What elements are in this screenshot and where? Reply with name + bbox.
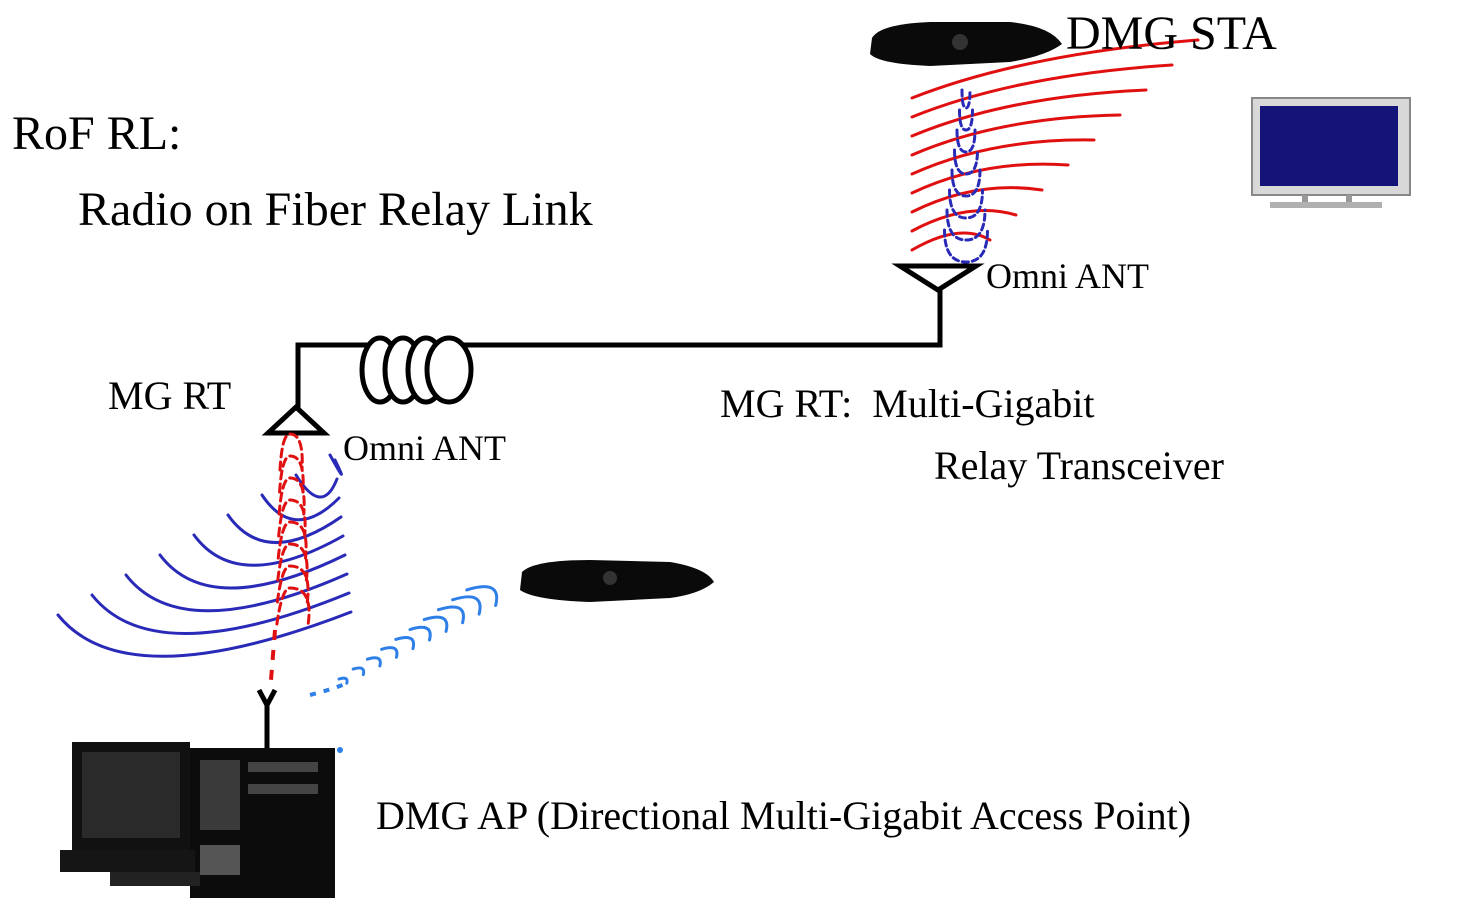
red-wave-arc: [276, 542, 309, 582]
client-device-icon: [520, 560, 714, 602]
mg-rt-definition-line-2: Relay Transceiver: [934, 443, 1224, 488]
blue-wave-arc: [945, 208, 987, 242]
dmg-sta-label: DMG STA: [1066, 7, 1277, 60]
light-blue-wave-arc: [380, 646, 399, 659]
dmg-ap-label: DMG AP (Directional Multi-Gigabit Access…: [376, 793, 1192, 838]
red-wave-arc: [910, 88, 1148, 138]
light-blue-wave-arc: [365, 656, 382, 668]
blue-wave-arc: [328, 453, 343, 476]
ap-blue-dot: [337, 747, 343, 753]
fiber-link: [295, 288, 943, 435]
red-wave-arc: [275, 564, 310, 604]
red-wave-arc: [278, 432, 304, 472]
ap-antenna-icon: [256, 688, 278, 750]
red-wave-arc: [910, 162, 1070, 195]
mg-rt-label: MG RT: [108, 373, 232, 418]
red-wave-arc: [278, 454, 305, 494]
light-blue-wave-arc: [394, 636, 416, 651]
blue-wave-arc: [56, 610, 353, 658]
light-blue-wave-arc: [337, 676, 349, 685]
red-wave-arc: [910, 209, 1018, 233]
mg-rt-definition-line-1: MG RT: Multi-Gigabit: [720, 381, 1095, 426]
red-wave-arc: [910, 231, 992, 252]
sta-red-waves: [910, 38, 1200, 252]
rt-blue-waves: [56, 453, 353, 658]
red-wave-arc: [910, 113, 1122, 157]
red-wave-arc: [277, 498, 307, 538]
omni-antenna-left-icon: [261, 403, 331, 436]
ap-blue-dotted-link: [309, 682, 346, 697]
blue-wave-arc: [294, 473, 339, 499]
light-blue-wave-arc: [451, 595, 482, 616]
title-line-1: RoF RL:: [12, 107, 182, 160]
blue-wave-arc: [948, 188, 984, 220]
ap-red-dotted-link: [269, 629, 277, 681]
light-blue-wave-arc: [408, 625, 432, 642]
omni-antenna-top-icon: [891, 263, 985, 293]
red-wave-arc: [277, 476, 306, 516]
blue-wave-arc: [953, 148, 979, 176]
title-line-2: Radio on Fiber Relay Link: [78, 183, 593, 236]
omni-ant-top-label: Omni ANT: [986, 256, 1150, 296]
blue-wave-arc: [950, 168, 982, 198]
light-blue-wave-arc: [422, 615, 449, 633]
sta-blue-waves: [943, 88, 989, 264]
blue-wave-arc: [158, 553, 347, 590]
light-blue-wave-arc: [351, 666, 366, 677]
blue-wave-arc: [192, 533, 345, 567]
blue-wave-arc: [958, 108, 974, 132]
red-wave-arc: [910, 38, 1200, 100]
blue-wave-arc: [943, 228, 989, 264]
access-point-computer-icon: [60, 742, 335, 898]
light-blue-wave-arc: [436, 605, 465, 625]
light-blue-wave-arc: [465, 585, 499, 607]
red-wave-arc: [276, 520, 308, 560]
ap-light-blue-waves: [337, 585, 499, 685]
omni-ant-left-label: Omni ANT: [343, 428, 507, 468]
red-wave-arc: [910, 138, 1096, 176]
blue-wave-arc: [90, 591, 351, 635]
blue-wave-arc: [960, 88, 972, 110]
blue-wave-arc: [226, 513, 343, 544]
blue-wave-arc: [955, 128, 977, 154]
blue-wave-arc: [260, 493, 341, 522]
sta-device-icon: [870, 22, 1062, 66]
tv-monitor-icon: [1251, 97, 1411, 208]
red-wave-arc: [275, 586, 311, 626]
fiber-coil-icon: [359, 335, 474, 405]
red-wave-arc: [910, 63, 1174, 119]
rt-red-waves: [275, 432, 311, 626]
